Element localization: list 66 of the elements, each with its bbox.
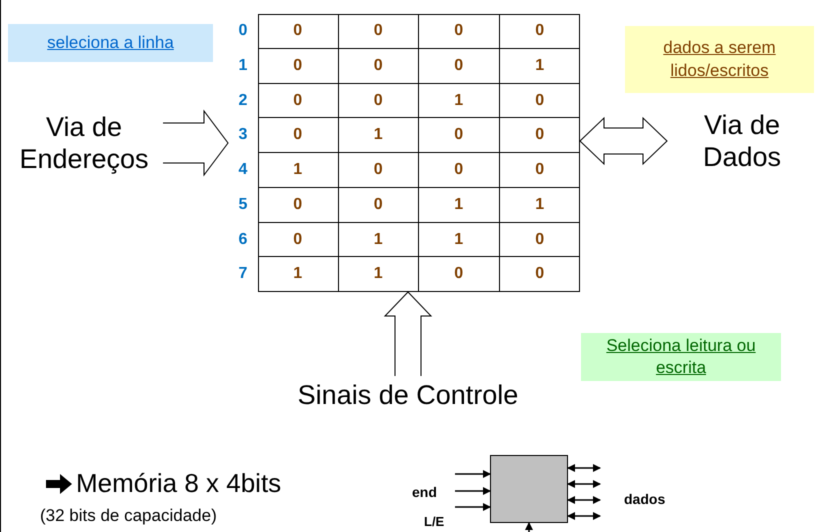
row-number: 6 <box>238 230 248 250</box>
note-text: seleciona a linha <box>47 32 174 54</box>
arrow <box>567 480 601 488</box>
bus-label: Via de Endereços <box>5 102 163 184</box>
note-box <box>625 26 814 93</box>
row-number: 3 <box>238 125 248 146</box>
table-cell: 0 <box>419 153 500 188</box>
arrow <box>455 470 491 478</box>
table-cell: 0 <box>258 14 338 49</box>
signal-label: L/E <box>424 514 444 529</box>
table-cell: 0 <box>338 153 419 188</box>
row-number: 2 <box>238 90 248 110</box>
arrow <box>567 512 601 520</box>
arrow <box>455 487 491 495</box>
caption-text: Memória 8 x 4bits <box>76 468 282 499</box>
table-cell: 1 <box>258 257 338 292</box>
signal-label: dados <box>624 491 666 507</box>
table-cell: 0 <box>338 14 419 49</box>
row-number: 5 <box>238 194 248 215</box>
table-cell: 1 <box>419 84 500 118</box>
arrow <box>567 496 601 504</box>
note-text: dados a serem lidos/escritos <box>662 37 777 82</box>
table-cell: 0 <box>338 188 419 222</box>
table-cell: 0 <box>419 118 500 153</box>
arrow <box>455 503 491 511</box>
table-cell: 0 <box>500 84 580 118</box>
table-cell: 1 <box>338 118 419 153</box>
memory-block <box>490 455 568 523</box>
table-cell-text: 0 <box>534 264 546 284</box>
table-cell: 0 <box>338 84 419 118</box>
table-cell: 1 <box>338 257 419 292</box>
table-cell: 0 <box>500 153 580 188</box>
arrow <box>567 464 601 472</box>
caption-text: (32 bits de capacidade) <box>40 506 217 526</box>
double-arrow <box>579 116 668 166</box>
note-text: Seleciona leitura ou escrita <box>605 334 757 379</box>
table-cell: 0 <box>500 222 580 258</box>
table-cell: 0 <box>258 118 338 153</box>
bus-label: Via de Dados <box>667 100 817 182</box>
row-number: 1 <box>238 56 248 76</box>
table-cell: 1 <box>338 222 419 258</box>
table-cell: 1 <box>419 222 500 258</box>
row-number: 4 <box>238 160 248 180</box>
block-arrow <box>384 291 432 376</box>
table-cell: 1 <box>419 188 500 222</box>
table-cell: 0 <box>338 48 419 84</box>
table-cell: 0 <box>258 84 338 118</box>
note-box <box>581 333 781 381</box>
signal-label: end <box>412 484 437 500</box>
arrow <box>525 522 533 532</box>
table-cell: 1 <box>500 188 580 222</box>
table-cell: 1 <box>258 153 338 188</box>
block-arrow <box>162 110 229 176</box>
table-cell: 0 <box>419 257 500 292</box>
table-cell: 0 <box>419 14 500 49</box>
table-cell: 0 <box>258 188 338 222</box>
table-cell: 0 <box>500 14 580 49</box>
row-number: 0 <box>238 21 248 41</box>
bus-label: Sinais de Controle <box>270 376 546 414</box>
table-cell: 0 <box>500 118 580 153</box>
table-cell: 0 <box>419 48 500 84</box>
note-box <box>8 24 213 62</box>
row-number: 7 <box>238 264 248 284</box>
table-cell: 0 <box>258 222 338 258</box>
table-cell: 1 <box>500 48 580 84</box>
table-cell: 0 <box>258 48 338 84</box>
